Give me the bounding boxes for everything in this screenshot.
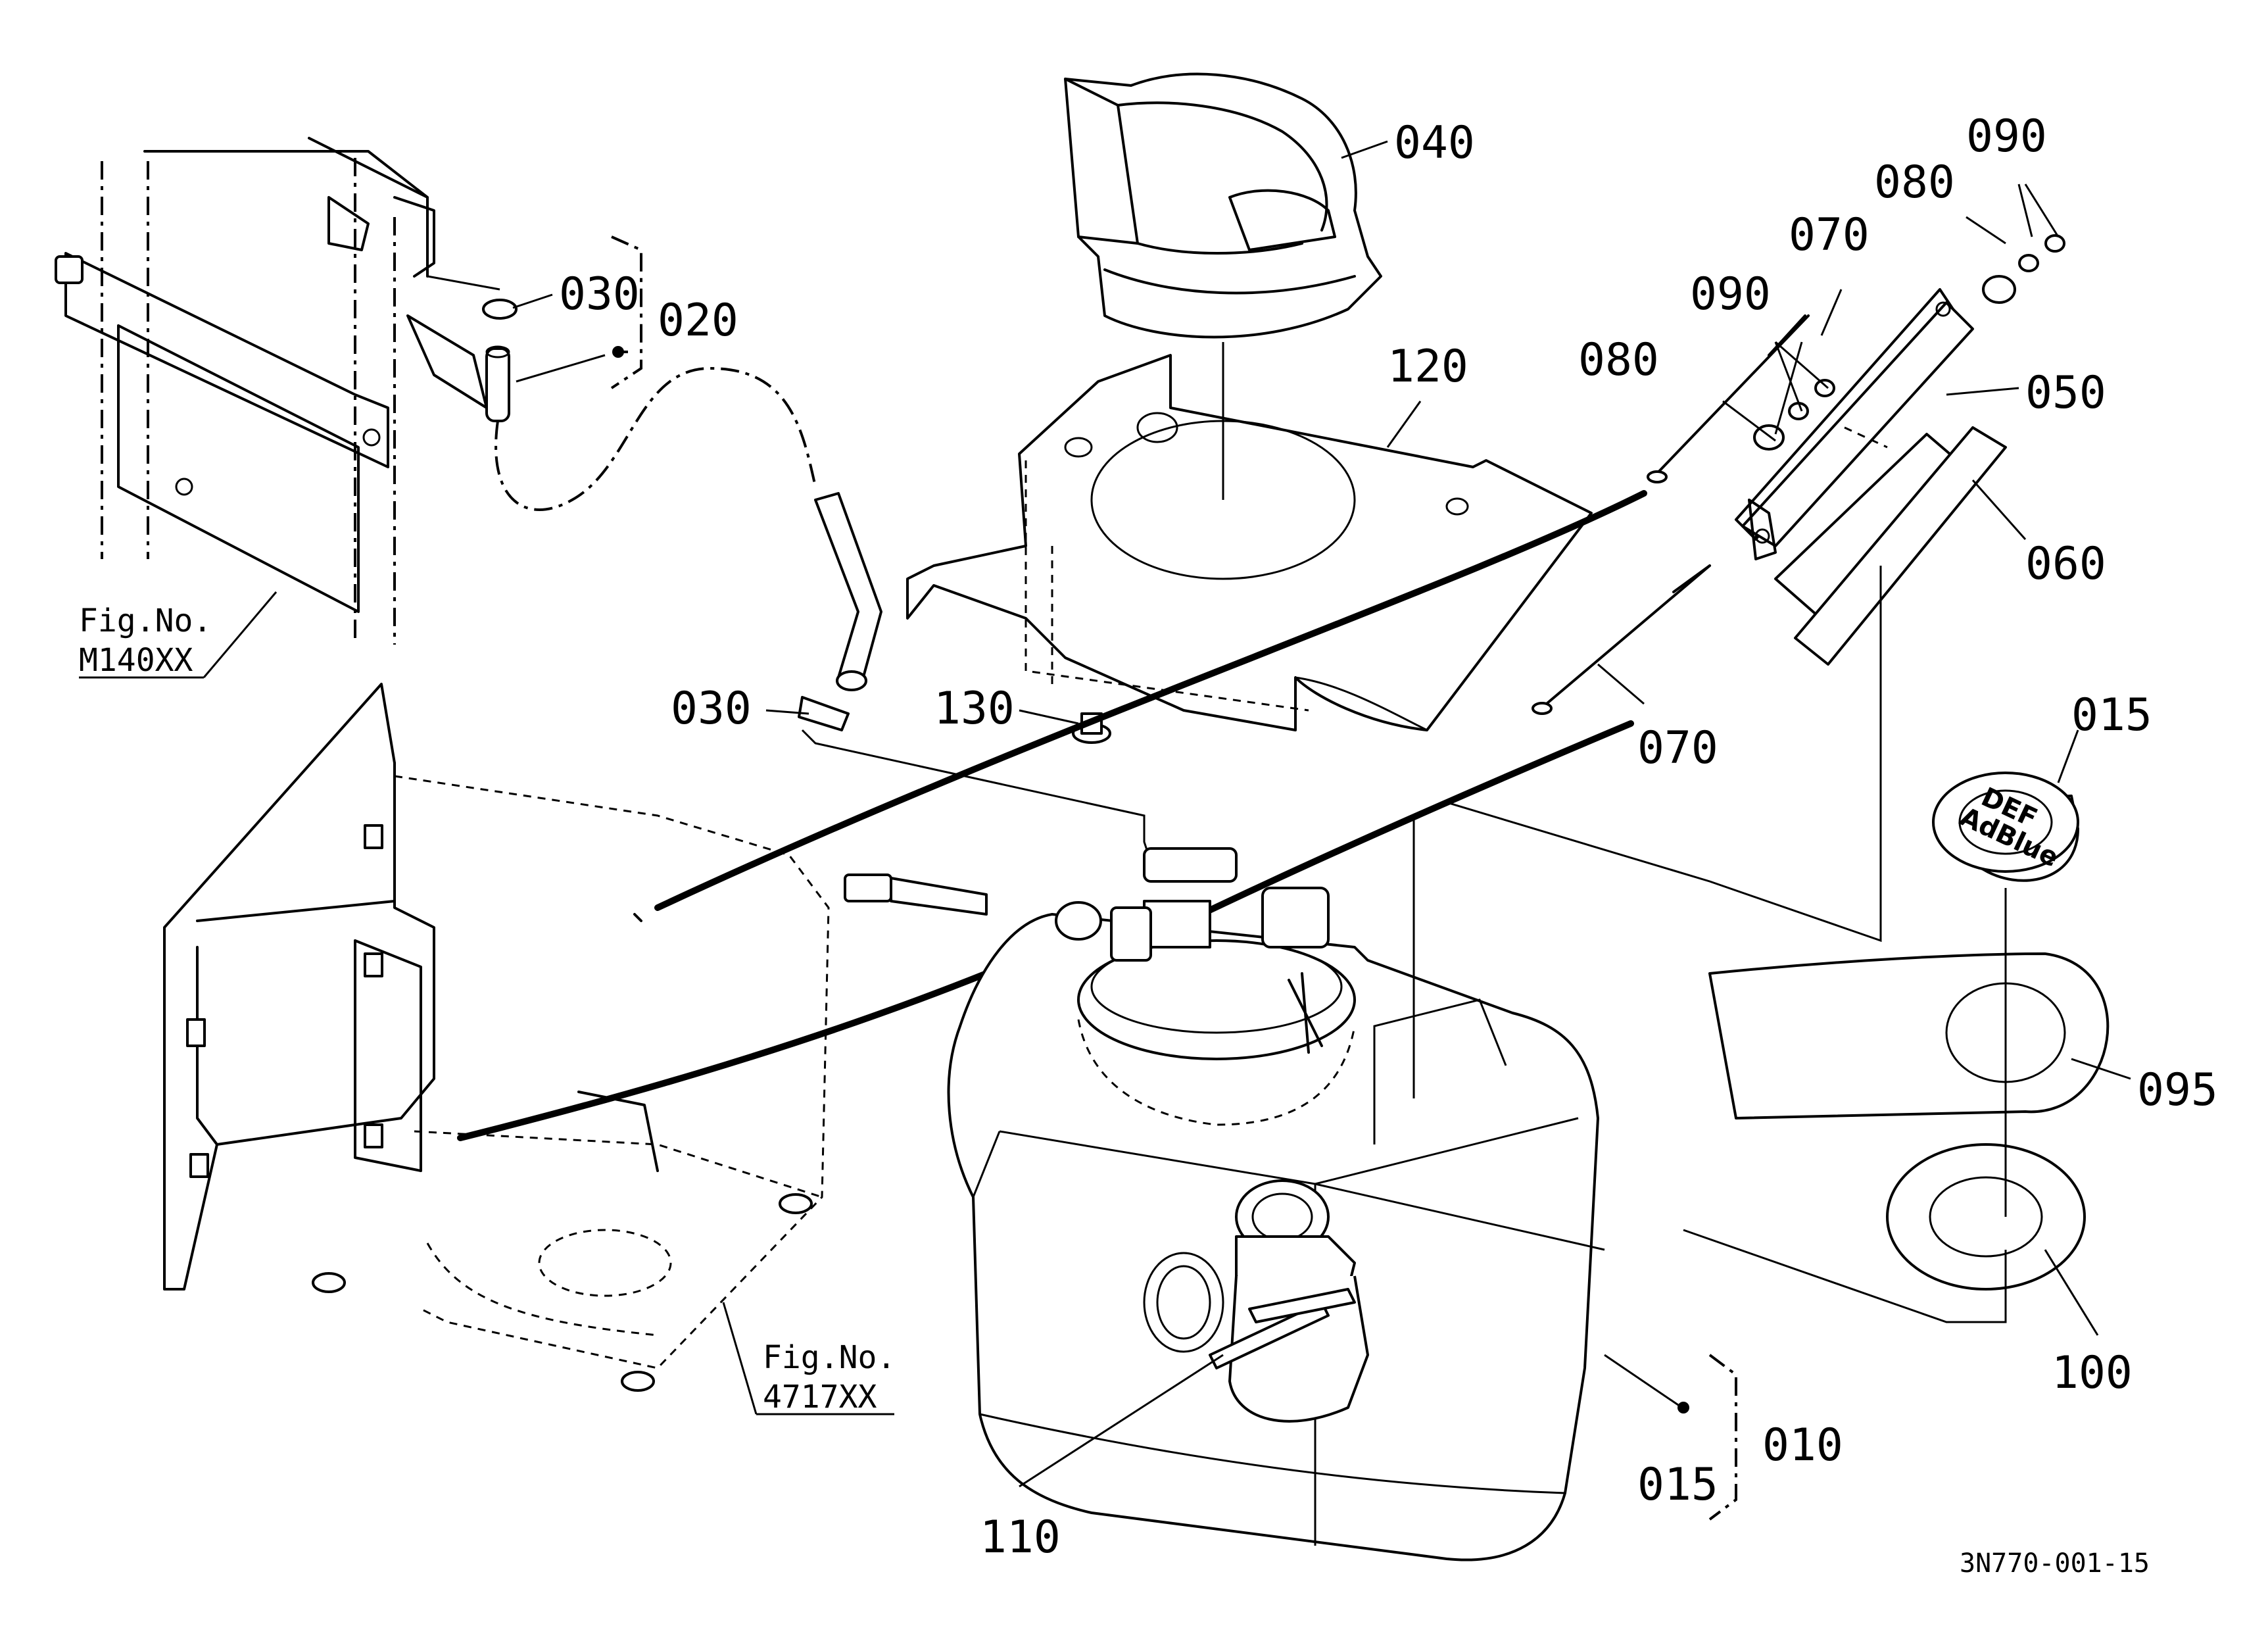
part-labels: 040 090 080 070 090 080 050 120 030 020 … bbox=[559, 111, 2218, 1563]
rod-070-lower-drawing bbox=[1532, 564, 1711, 715]
doc-id: 3N770-001-15 bbox=[1960, 1548, 2150, 1579]
filler-neck-110-drawing bbox=[1209, 1179, 1369, 1423]
cover-040-drawing bbox=[1064, 72, 1382, 339]
plate-120-drawing bbox=[906, 354, 1593, 731]
gasket-095-drawing bbox=[1708, 952, 2110, 1119]
label-130[interactable]: 130 bbox=[934, 683, 1015, 735]
label-095[interactable]: 095 bbox=[2137, 1064, 2218, 1116]
label-110[interactable]: 110 bbox=[980, 1512, 1061, 1563]
label-070-low[interactable]: 070 bbox=[1637, 722, 1718, 774]
fig-ref-4717xx-number: 4717XX bbox=[763, 1379, 877, 1415]
label-010[interactable]: 010 bbox=[1762, 1419, 1843, 1471]
leader-lines bbox=[512, 140, 2131, 1488]
bracket-050-drawing bbox=[1735, 288, 1974, 626]
fig-ref-m140xx[interactable]: Fig.No. M140XX bbox=[79, 591, 277, 679]
frame-bracket-drawing bbox=[55, 137, 500, 645]
label-030-mid[interactable]: 030 bbox=[671, 683, 752, 735]
fig-ref-4717xx[interactable]: Fig.No. 4717XX bbox=[722, 1302, 896, 1415]
hose-assembly-drawing bbox=[482, 299, 1152, 862]
frame-4717-drawing bbox=[163, 683, 830, 1392]
label-040[interactable]: 040 bbox=[1394, 117, 1475, 169]
fig-ref-m140xx-number: M140XX bbox=[79, 642, 193, 679]
label-100[interactable]: 100 bbox=[2052, 1347, 2133, 1399]
cable-lower bbox=[457, 970, 990, 1141]
label-090-mid[interactable]: 090 bbox=[1690, 268, 1771, 320]
cable-upper bbox=[654, 490, 1647, 911]
sender-unit-drawing bbox=[844, 847, 1356, 1126]
label-120[interactable]: 120 bbox=[1387, 341, 1468, 393]
label-015-tank[interactable]: 015 bbox=[1637, 1459, 1718, 1511]
label-015-cap[interactable]: 015 bbox=[2071, 689, 2152, 741]
pad-060-drawing bbox=[1794, 426, 2007, 666]
fig-ref-m140xx-title: Fig.No. bbox=[79, 602, 212, 639]
bracket-020 bbox=[610, 235, 642, 389]
cap-015-drawing: DEF AdBlue bbox=[1932, 772, 2079, 882]
pointer-dot-tank bbox=[1677, 1402, 1689, 1413]
label-030-top[interactable]: 030 bbox=[559, 268, 640, 320]
label-060[interactable]: 060 bbox=[2025, 538, 2106, 590]
label-080-mid[interactable]: 080 bbox=[1578, 334, 1659, 386]
label-080-top[interactable]: 080 bbox=[1874, 157, 1955, 209]
label-020[interactable]: 020 bbox=[658, 295, 738, 347]
fig-ref-4717xx-title: Fig.No. bbox=[763, 1339, 896, 1376]
rod-070-upper-drawing bbox=[1647, 314, 1810, 483]
reference-lines bbox=[1315, 566, 2007, 1323]
ring-100-drawing bbox=[1886, 1143, 2086, 1291]
label-050[interactable]: 050 bbox=[2025, 367, 2106, 419]
bracket-010 bbox=[1708, 1354, 1737, 1521]
label-070-top[interactable]: 070 bbox=[1789, 209, 1870, 261]
label-090-top[interactable]: 090 bbox=[1966, 111, 2047, 162]
